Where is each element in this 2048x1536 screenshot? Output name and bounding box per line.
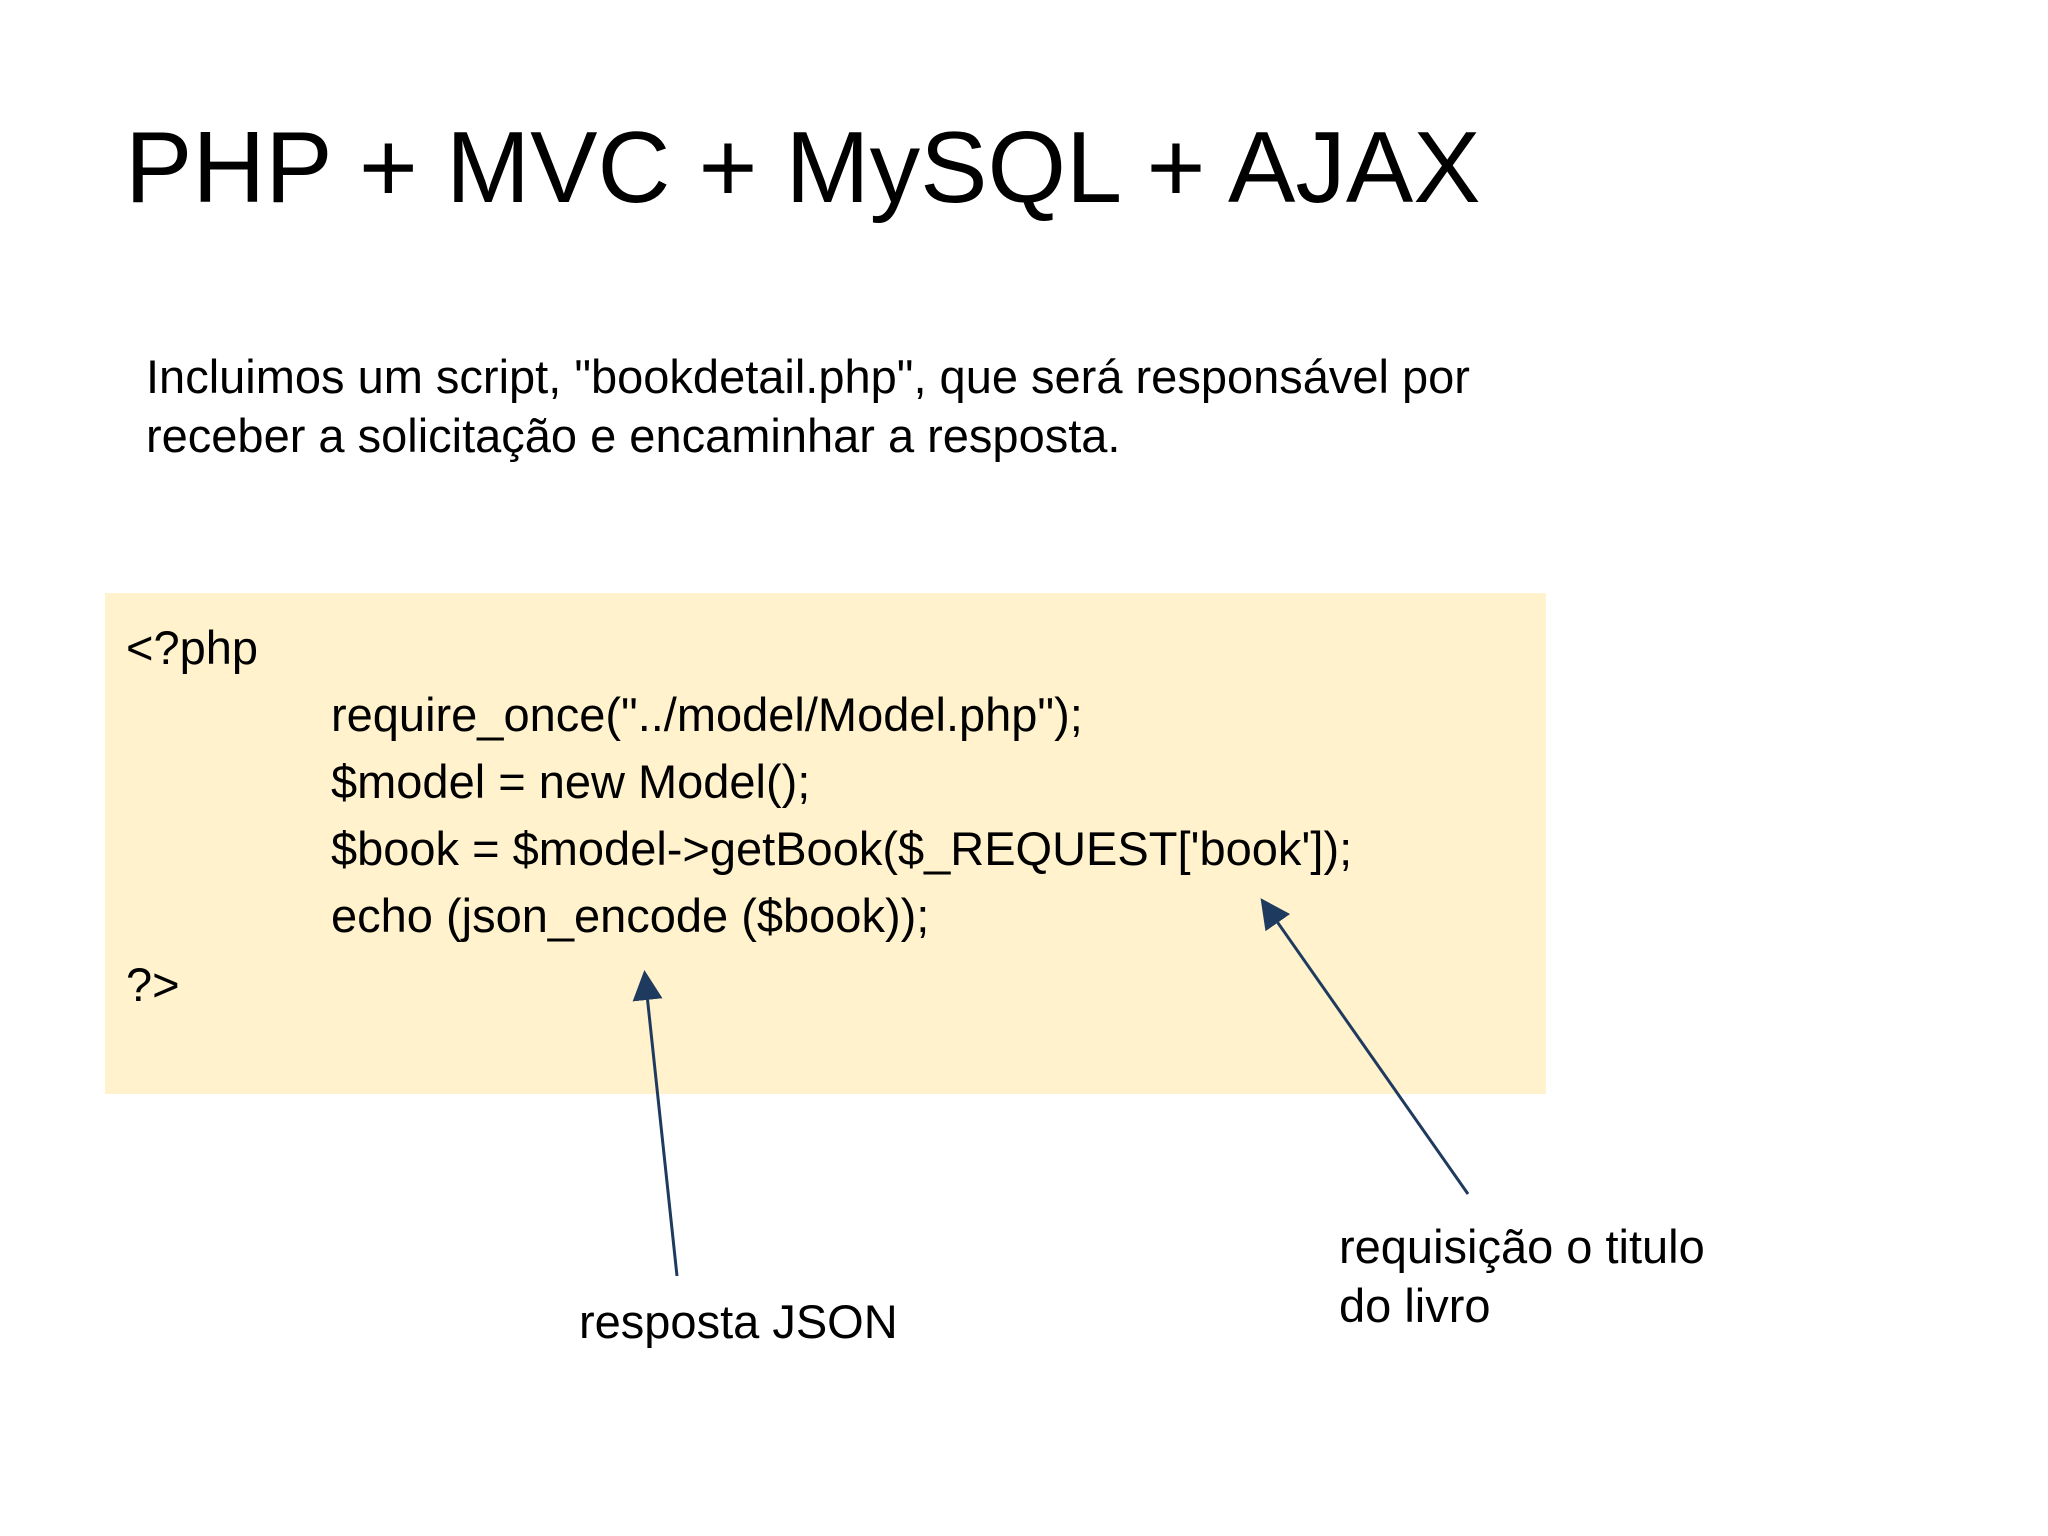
book-request-label: requisição o titulo do livro — [1339, 1217, 1705, 1335]
book-request-label-line1: requisição o titulo — [1339, 1220, 1705, 1273]
slide-title: PHP + MVC + MySQL + AJAX — [125, 112, 1481, 224]
code-line-echo: echo (json_encode ($book)); — [331, 889, 930, 942]
code-line-php-close: ?> — [126, 958, 180, 1011]
code-block: <?php require_once("../model/Model.php")… — [105, 593, 1546, 1094]
book-request-label-line2: do livro — [1339, 1279, 1491, 1332]
code-line-getbook: $book = $model->getBook($_REQUEST['book'… — [331, 822, 1353, 875]
code-line-php-open: <?php — [126, 621, 259, 674]
code-line-require: require_once("../model/Model.php"); — [331, 688, 1083, 741]
intro-paragraph: Incluimos um script, "bookdetail.php", q… — [146, 350, 1470, 462]
json-response-label: resposta JSON — [579, 1295, 898, 1348]
code-line-model: $model = new Model(); — [331, 755, 811, 808]
